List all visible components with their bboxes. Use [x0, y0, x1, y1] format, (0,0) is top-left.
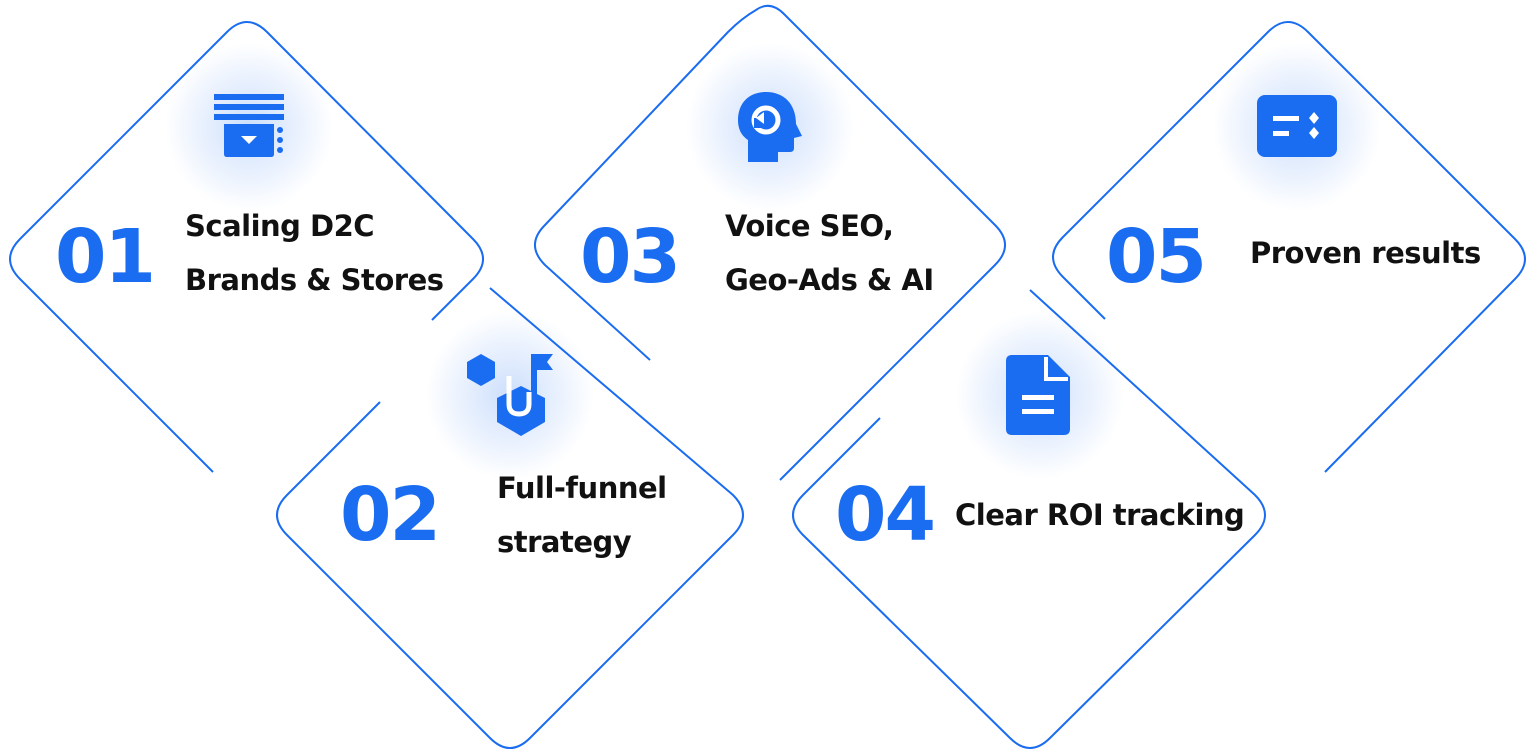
- step-label-01: Scaling D2C Brands & Stores: [185, 199, 444, 307]
- diamond-outline-05: [1052, 21, 1526, 473]
- step-label-03: Voice SEO, Geo-Ads & AI: [725, 199, 934, 307]
- diamond-outline-03: [534, 4, 1006, 481]
- step-number-05: 05: [1106, 214, 1207, 300]
- step-number-01: 01: [55, 214, 156, 300]
- step-label-05: Proven results: [1250, 226, 1481, 280]
- step-label-01-line1: Scaling D2C: [185, 209, 375, 243]
- diamond-outline-04: [792, 289, 1266, 749]
- step-number-04: 04: [835, 472, 936, 558]
- step-number-03: 03: [580, 214, 681, 300]
- step-label-03-line2: Geo-Ads & AI: [725, 263, 934, 297]
- step-label-02-line2: strategy: [497, 525, 632, 559]
- dashboard-card-icon: [1257, 95, 1337, 157]
- step-label-01-line2: Brands & Stores: [185, 263, 444, 297]
- step-label-04-line1: Clear ROI tracking: [955, 498, 1245, 532]
- diamond-outline-01: [9, 21, 484, 473]
- step-label-04: Clear ROI tracking: [955, 488, 1245, 542]
- document-icon: [1006, 355, 1070, 435]
- step-label-02: Full-funnel strategy: [497, 461, 667, 569]
- head-cycle-icon: [738, 92, 802, 162]
- step-label-03-line1: Voice SEO,: [725, 209, 894, 243]
- diamond-outline-02: [276, 287, 744, 749]
- step-label-02-line1: Full-funnel: [497, 471, 667, 505]
- step-label-05-line1: Proven results: [1250, 236, 1481, 270]
- step-number-02: 02: [340, 472, 441, 558]
- filter-list-icon: [214, 94, 284, 157]
- hexagon-flag-icon: [467, 354, 553, 436]
